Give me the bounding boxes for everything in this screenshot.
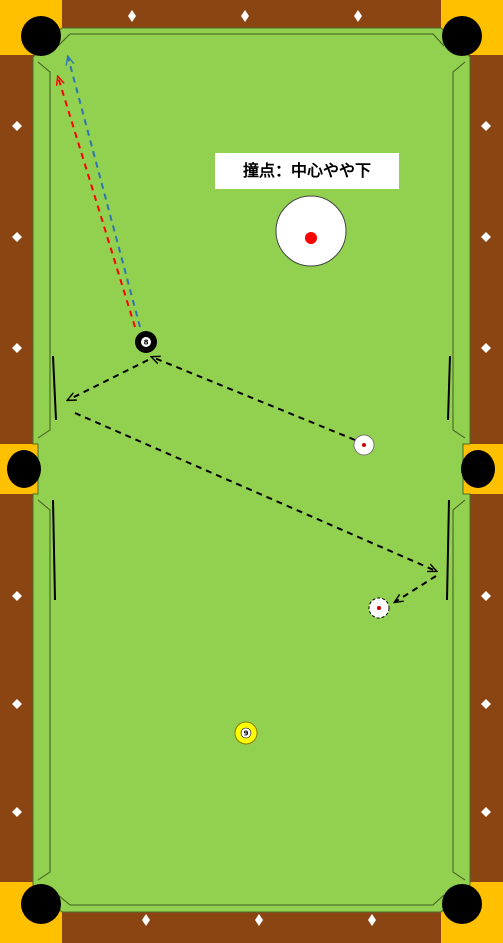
- diamond-top-1: [128, 10, 136, 22]
- cue-ball-path: [68, 357, 436, 602]
- diamond-top-2: [241, 10, 249, 22]
- cushion-accent-marks: [52, 355, 451, 601]
- diamond-left-2: [12, 232, 22, 242]
- diamond-right-2: [481, 232, 491, 242]
- diamond-left-3: [12, 343, 22, 353]
- aim-line-blue: [68, 57, 141, 328]
- eight-ball-number: 8: [144, 339, 149, 347]
- cue-path-segment-2: [68, 359, 149, 400]
- diamond-right-3: [481, 343, 491, 353]
- pocket-middle-left: [7, 450, 41, 488]
- cushion-lines: [37, 33, 466, 906]
- diamond-right-5: [481, 699, 491, 709]
- pocket-middle-right: [461, 450, 495, 488]
- diamond-left-6: [12, 807, 22, 817]
- rail-diamonds: [12, 10, 491, 926]
- cue-path-segment-4: [395, 575, 437, 602]
- nine-ball-number: 9: [244, 730, 249, 738]
- eight-ball: 8: [135, 331, 157, 353]
- diamond-right-6: [481, 807, 491, 817]
- hit-point-indicator: [275, 195, 347, 267]
- pocket-bottom-left: [21, 884, 61, 924]
- felt-surface: [32, 27, 471, 913]
- diamond-top-3: [354, 10, 362, 22]
- diamond-right-4: [481, 591, 491, 601]
- hit-point-ball: [275, 195, 347, 267]
- cue-path-segment-1: [152, 357, 356, 441]
- diamond-right-1: [481, 121, 491, 131]
- cue-ball: [353, 434, 375, 456]
- cue-ball-ghost: [368, 597, 390, 619]
- hit-point-label: 撞点：中心やや下: [215, 153, 399, 189]
- pocket-top-right: [442, 16, 482, 56]
- nine-ball: 9: [234, 721, 258, 745]
- diamond-left-4: [12, 591, 22, 601]
- diamond-left-1: [12, 121, 22, 131]
- hit-point-dot: [305, 232, 317, 244]
- diamond-left-5: [12, 699, 22, 709]
- pocket-bottom-right: [442, 884, 482, 924]
- diamond-bottom-3: [368, 914, 376, 926]
- pocket-top-left: [21, 16, 61, 56]
- diamond-bottom-2: [255, 914, 263, 926]
- diamond-bottom-1: [142, 914, 150, 926]
